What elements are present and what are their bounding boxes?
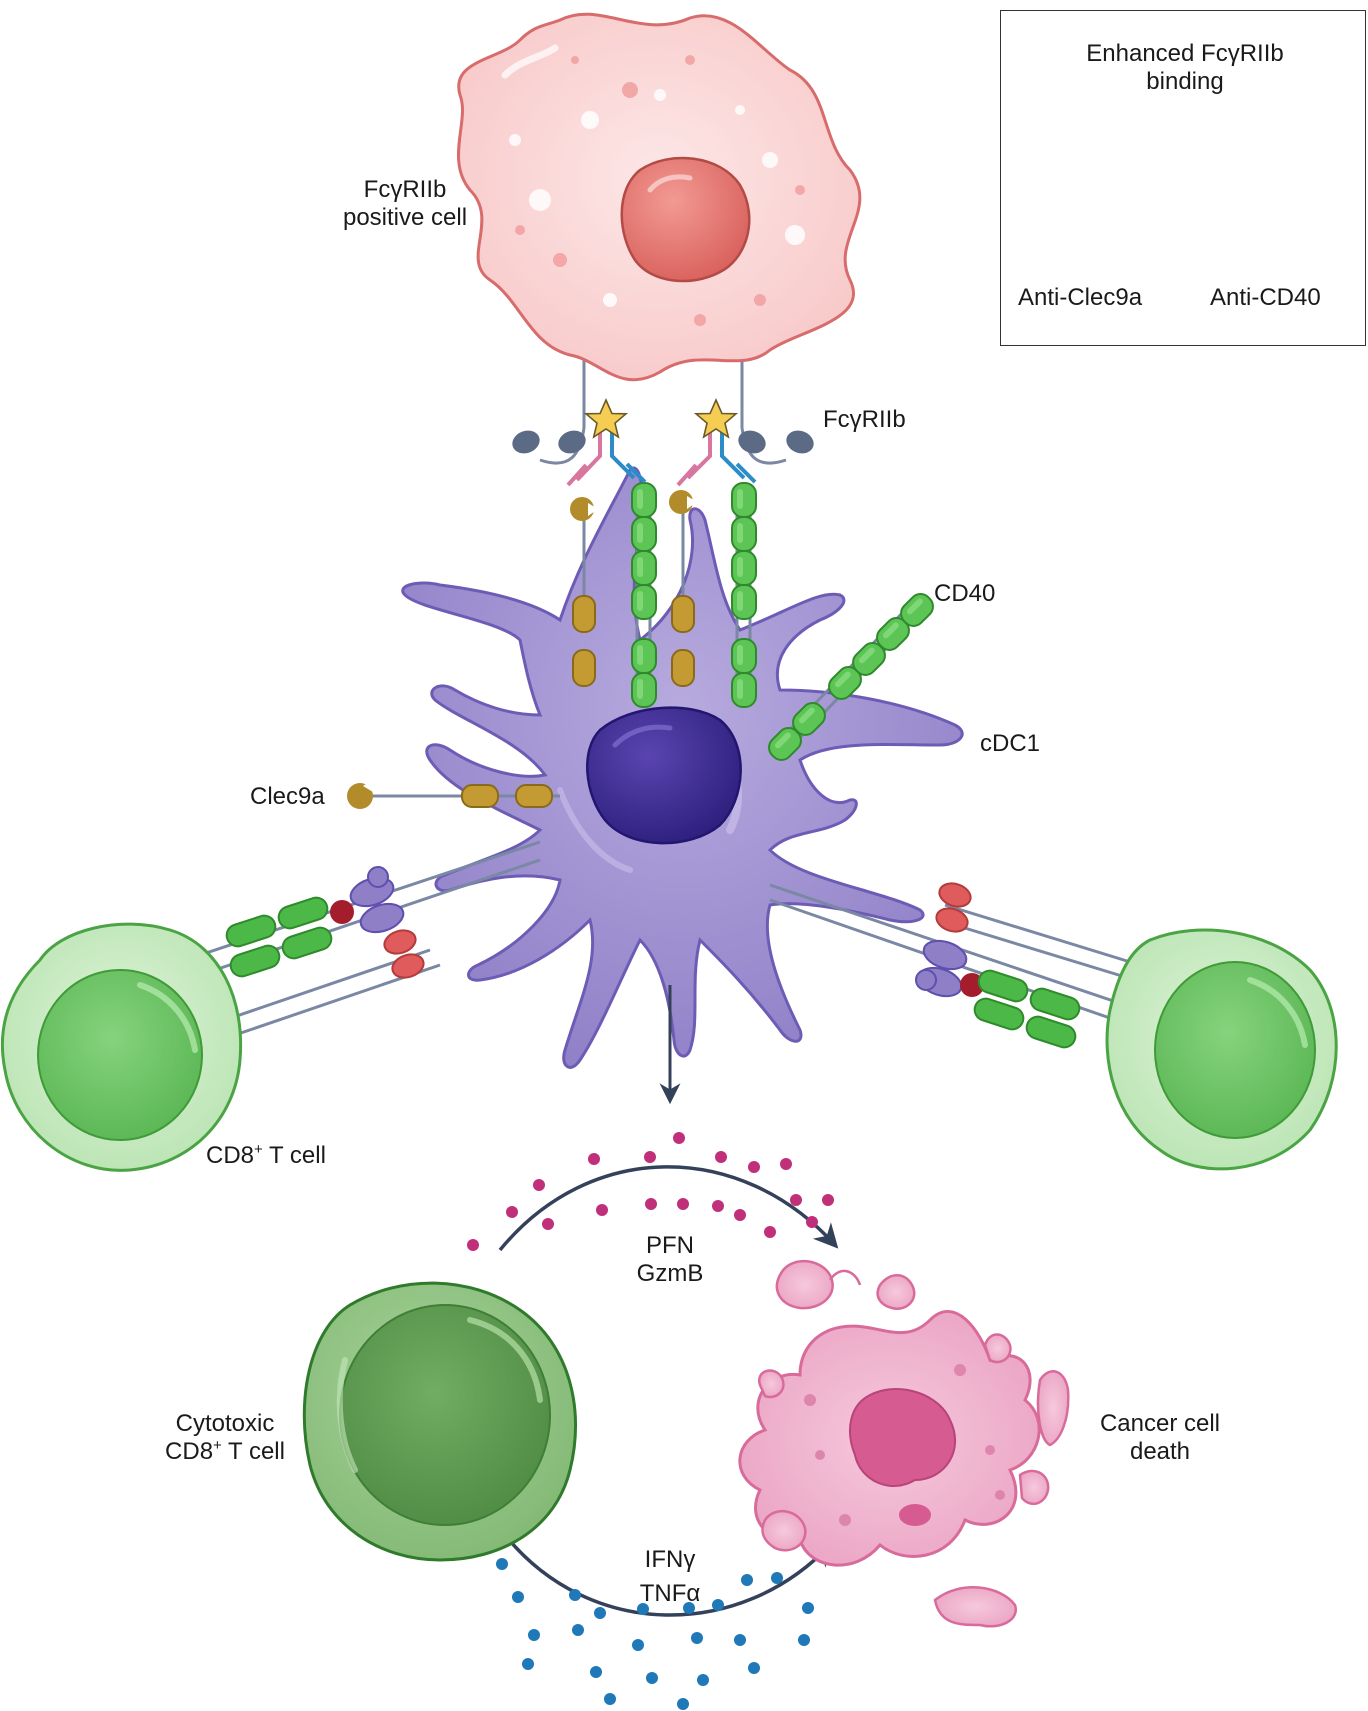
cytotoxic-label-suffix: T cell (221, 1438, 285, 1465)
cd8-t-cell-right (769, 882, 1338, 1171)
cancer-cell-death (738, 1259, 1070, 1628)
cytotoxic-cd8-t-cell (302, 1281, 577, 1562)
ifng-tnfa-label: IFNγ TNFα (610, 1546, 730, 1608)
legend-title-line2: binding (1146, 68, 1224, 95)
ifng-label: IFNγ (644, 1546, 696, 1573)
legend-box (1000, 10, 1366, 346)
cd8-left-nucleus (37, 969, 203, 1141)
legend-anti-clec9a-label: Anti-Clec9a (1018, 284, 1143, 311)
cancer-label-line2: death (1129, 1438, 1191, 1465)
fcgr-receptor-label: FcγRIIb (823, 406, 906, 433)
cd8-label-prefix: CD8 (206, 1142, 255, 1169)
cancer-label-line1: Cancer cell (1099, 1410, 1221, 1437)
fcgr-receptor-left (512, 427, 586, 465)
legend-title-line1: Enhanced FcγRIIb (1086, 40, 1284, 67)
fcgr-cell-label-line1: FcγRIIb (363, 176, 447, 203)
ifng-tnfa-release (496, 1533, 834, 1710)
cdc1-dendritic-cell (401, 466, 964, 1069)
bispecific-antibody-left (566, 399, 657, 708)
cd8-label-suffix: T cell (262, 1142, 326, 1169)
cytotoxic-label-prefix: CD8 (165, 1438, 214, 1465)
cytotoxic-cd8-label: Cytotoxic CD8+ T cell (150, 1410, 300, 1466)
cd8-t-cell-label: CD8+ T cell (206, 1142, 326, 1170)
cd40-label: CD40 (934, 580, 996, 607)
pfn-gzmb-label: PFN GzmB (610, 1232, 730, 1288)
cytotoxic-nucleus (339, 1304, 551, 1526)
pfn-label: PFN (646, 1232, 694, 1259)
cancer-cell-death-label: Cancer cell death (1085, 1410, 1235, 1466)
cd8-label-sup: + (254, 1141, 263, 1158)
cytotoxic-label-line1: Cytotoxic (175, 1410, 275, 1437)
legend-title: Enhanced FcγRIIb binding (1040, 40, 1330, 96)
legend-anti-cd40-label: Anti-CD40 (1210, 284, 1321, 311)
cancer-nucleus (849, 1388, 956, 1487)
fcgr-positive-cell (456, 12, 862, 428)
cd40-free-receptor (763, 588, 939, 766)
fcgr-positive-cell-label: FcγRIIb positive cell (320, 176, 490, 232)
tnfa-label: TNFα (639, 1580, 701, 1607)
fcgr-receptor-right (738, 427, 814, 465)
cd8-t-cell-left (0, 840, 541, 1172)
cdc1-nucleus (586, 706, 742, 845)
fcgr-cell-label-line2: positive cell (342, 204, 468, 231)
gzmb-label: GzmB (636, 1260, 704, 1287)
bispecific-antibody-right (669, 399, 757, 708)
cytotoxic-label-sup: + (213, 1437, 222, 1454)
clec9a-free-receptor (347, 780, 560, 809)
clec9a-label: Clec9a (250, 783, 325, 810)
pfn-gzmb-release (467, 1132, 839, 1252)
cd8-right-nucleus (1154, 961, 1316, 1139)
cdc1-label: cDC1 (980, 730, 1041, 757)
